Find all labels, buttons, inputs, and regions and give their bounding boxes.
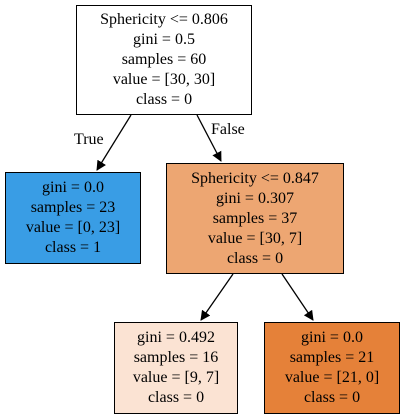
tree-node-right: Sphericity <= 0.847 gini = 0.307 samples…: [166, 163, 344, 274]
edge-root-to-right: [196, 114, 222, 162]
node-value: value = [21, 0]: [284, 369, 380, 386]
node-split-rule: Sphericity <= 0.806: [100, 11, 228, 28]
node-gini: gini = 0.307: [216, 189, 294, 207]
node-class: class = 0: [226, 249, 284, 267]
edge-label-false: False: [211, 121, 245, 138]
node-class: class = 0: [147, 389, 205, 406]
edge-label-true: True: [74, 131, 104, 148]
tree-node-right-right-leaf: gini = 0.0 samples = 21 value = [21, 0] …: [264, 322, 400, 414]
edge-root-to-left: [96, 114, 132, 171]
node-gini: gini = 0.492: [137, 329, 215, 346]
node-class: class = 1: [44, 239, 102, 256]
edge-right-to-right-left: [200, 273, 234, 321]
node-class: class = 0: [303, 389, 361, 406]
node-samples: samples = 16: [133, 349, 219, 366]
node-value: value = [0, 23]: [25, 219, 121, 236]
node-class: class = 0: [135, 91, 193, 108]
node-gini: gini = 0.0: [42, 179, 104, 196]
node-samples: samples = 60: [121, 51, 207, 68]
edge-right-to-right-right: [281, 273, 314, 321]
tree-node-root: Sphericity <= 0.806 gini = 0.5 samples =…: [76, 5, 252, 115]
node-value: value = [30, 7]: [207, 229, 303, 247]
node-samples: samples = 37: [212, 209, 298, 227]
tree-node-right-left-leaf: gini = 0.492 samples = 16 value = [9, 7]…: [114, 322, 238, 414]
node-value: value = [9, 7]: [132, 369, 220, 386]
node-split-rule: Sphericity <= 0.847: [191, 169, 319, 187]
node-samples: samples = 21: [289, 349, 375, 366]
node-gini: gini = 0.0: [301, 329, 363, 346]
node-gini: gini = 0.5: [133, 31, 195, 48]
node-samples: samples = 23: [30, 199, 116, 216]
tree-node-left-leaf: gini = 0.0 samples = 23 value = [0, 23] …: [5, 172, 141, 264]
node-value: value = [30, 30]: [112, 71, 216, 88]
